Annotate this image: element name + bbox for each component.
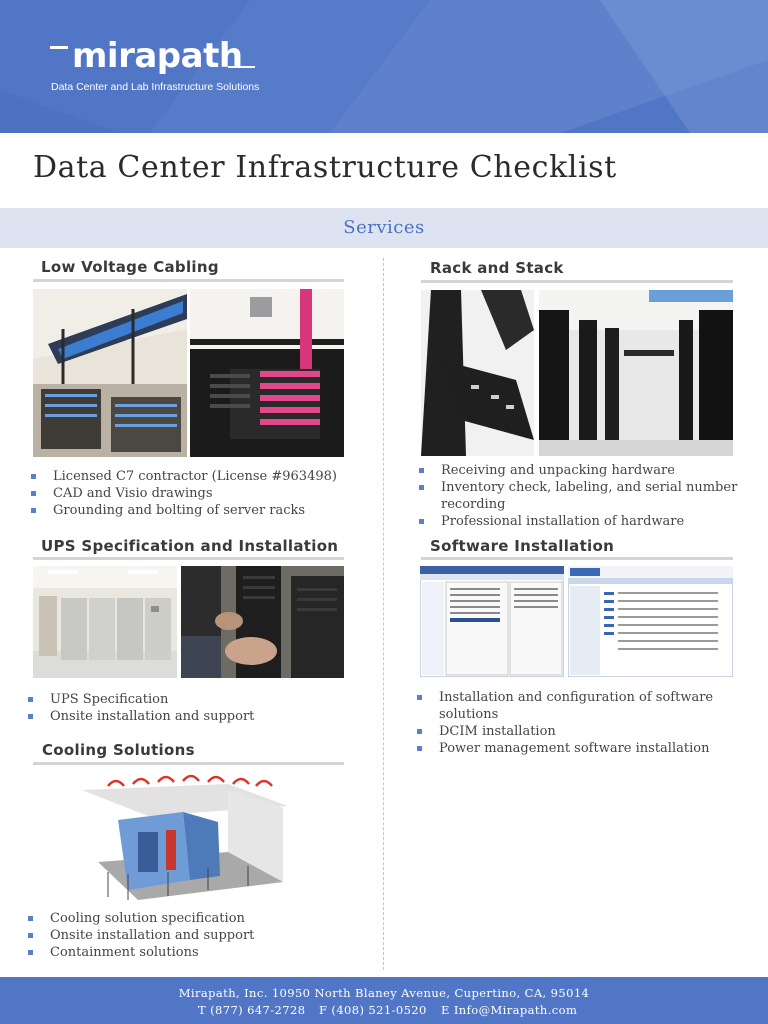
list-item-text: Containment solutions <box>50 945 199 960</box>
bullet-marker <box>31 491 36 496</box>
company-tagline: Data Center and Lab Infrastructure Solut… <box>51 81 260 93</box>
logo-accent-line <box>50 46 68 49</box>
list-item: Power management software installation <box>417 740 737 757</box>
cable-tray-photo <box>33 289 187 457</box>
bullet-marker <box>28 916 33 921</box>
cabling-list: Licensed C7 contractor (License #963498)… <box>31 468 361 519</box>
column-divider <box>383 258 384 970</box>
footer-address: Mirapath, Inc. 10950 North Blaney Avenue… <box>178 986 590 1000</box>
list-item: Licensed C7 contractor (License #963498) <box>31 468 361 485</box>
section-title-ups: UPS Specification and Installation <box>41 537 339 555</box>
software-list: Installation and configuration of softwa… <box>417 689 737 757</box>
list-item: Grounding and bolting of server racks <box>31 502 361 519</box>
list-item: UPS Specification <box>28 691 358 708</box>
list-item-text: Onsite installation and support <box>50 709 255 724</box>
bullet-marker <box>31 508 36 513</box>
rack-closeup-photo <box>421 290 534 456</box>
list-item-text: Onsite installation and support <box>50 928 255 943</box>
bullet-marker <box>28 950 33 955</box>
list-item: Cooling solution specification <box>28 910 358 927</box>
software-screenshot-2 <box>568 566 733 677</box>
bullet-marker <box>28 933 33 938</box>
list-item-text: CAD and Visio drawings <box>53 486 213 501</box>
section-rule <box>33 762 344 765</box>
header-banner: mirapath Data Center and Lab Infrastruct… <box>0 0 768 133</box>
bullet-marker <box>419 519 424 524</box>
cooling-containment-diagram <box>78 772 293 908</box>
list-item: Installation and configuration of softwa… <box>417 689 737 723</box>
list-item-text: Receiving and unpacking hardware <box>441 463 675 478</box>
list-item-text: Grounding and bolting of server racks <box>53 503 306 518</box>
section-rule <box>421 280 733 283</box>
list-item-text: DCIM installation <box>439 724 556 739</box>
list-item: DCIM installation <box>417 723 737 740</box>
section-title-cooling: Cooling Solutions <box>42 741 195 759</box>
rack-list: Receiving and unpacking hardware Invento… <box>419 462 739 530</box>
list-item: CAD and Visio drawings <box>31 485 361 502</box>
section-title-cabling: Low Voltage Cabling <box>41 258 219 276</box>
list-item: Containment solutions <box>28 944 358 961</box>
list-item-text: Cooling solution specification <box>50 911 245 926</box>
list-item-text: Professional installation of hardware <box>441 514 685 529</box>
ups-list: UPS Specification Onsite installation an… <box>28 691 358 725</box>
footer-fax: F (408) 521-0520 <box>319 1003 427 1017</box>
company-logo: mirapath <box>72 36 243 76</box>
ups-installation-photo <box>181 566 344 678</box>
cooling-list: Cooling solution specification Onsite in… <box>28 910 358 961</box>
section-title-rack: Rack and Stack <box>430 259 564 277</box>
bullet-marker <box>417 746 422 751</box>
list-item-text: UPS Specification <box>50 692 169 707</box>
bullet-marker <box>417 695 422 700</box>
list-item-text: Inventory check, labeling, and serial nu… <box>441 480 738 512</box>
section-title-software: Software Installation <box>430 537 615 555</box>
services-banner: Services <box>0 208 768 248</box>
header-background-graphic <box>0 0 768 133</box>
list-item-text: Power management software installation <box>439 741 710 756</box>
network-rack-photo <box>190 289 344 457</box>
section-rule <box>421 557 733 560</box>
bullet-marker <box>419 485 424 490</box>
bullet-marker <box>417 729 422 734</box>
page-title: Data Center Infrastructure Checklist <box>33 150 617 185</box>
services-heading: Services <box>343 217 425 238</box>
list-item-text: Installation and configuration of softwa… <box>439 690 714 722</box>
ups-cabinets-photo <box>33 566 177 678</box>
list-item: Receiving and unpacking hardware <box>419 462 739 479</box>
section-rule <box>33 279 344 282</box>
list-item: Onsite installation and support <box>28 708 358 725</box>
logo-underline <box>228 66 255 68</box>
bullet-marker <box>28 714 33 719</box>
bullet-marker <box>31 474 36 479</box>
footer-phone: T (877) 647-2728 <box>198 1003 306 1017</box>
rack-row-photo <box>539 290 733 456</box>
footer-bar: Mirapath, Inc. 10950 North Blaney Avenue… <box>0 977 768 1024</box>
section-rule <box>33 557 344 560</box>
bullet-marker <box>419 468 424 473</box>
bullet-marker <box>28 697 33 702</box>
list-item: Professional installation of hardware <box>419 513 739 530</box>
list-item: Onsite installation and support <box>28 927 358 944</box>
footer-email: E Info@Mirapath.com <box>441 1003 578 1017</box>
list-item-text: Licensed C7 contractor (License #963498) <box>53 469 337 484</box>
list-item: Inventory check, labeling, and serial nu… <box>419 479 739 513</box>
software-screenshot-1 <box>420 566 564 677</box>
